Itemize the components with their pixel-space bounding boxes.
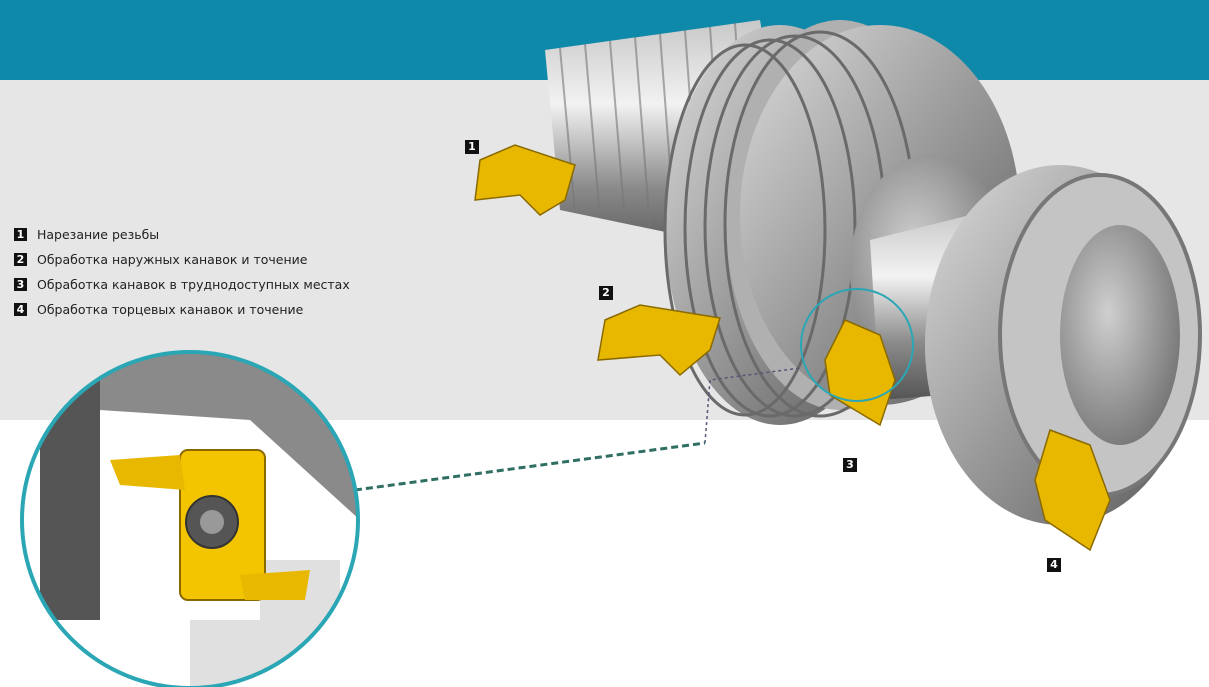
legend-label: Обработка наружных канавок и точение — [37, 252, 308, 267]
right-disc — [870, 165, 1202, 525]
legend-item: 1 Нарезание резьбы — [14, 222, 350, 247]
legend-item: 2 Обработка наружных канавок и точение — [14, 247, 350, 272]
legend-label: Обработка канавок в труднодоступных мест… — [37, 277, 350, 292]
legend-item: 3 Обработка канавок в труднодоступных мес… — [14, 272, 350, 297]
focus-circle — [800, 288, 914, 402]
insert-4 — [1034, 429, 1111, 552]
legend-number: 4 — [14, 303, 27, 316]
legend-item: 4 Обработка торцевых канавок и точение — [14, 297, 350, 322]
legend-number: 1 — [14, 228, 27, 241]
legend-number: 3 — [14, 278, 27, 291]
callout-3: 3 — [843, 458, 857, 472]
insert-2 — [597, 304, 721, 377]
insert-1 — [474, 144, 576, 216]
legend-number: 2 — [14, 253, 27, 266]
legend-label: Нарезание резьбы — [37, 227, 160, 242]
inserts — [474, 144, 1111, 552]
legend-label: Обработка торцевых канавок и точение — [37, 302, 304, 317]
callout-2: 2 — [599, 286, 613, 300]
callout-1: 1 — [465, 140, 479, 154]
callout-4: 4 — [1047, 558, 1061, 572]
legend: 1 Нарезание резьбы 2 Обработка наружных ка… — [14, 222, 350, 322]
